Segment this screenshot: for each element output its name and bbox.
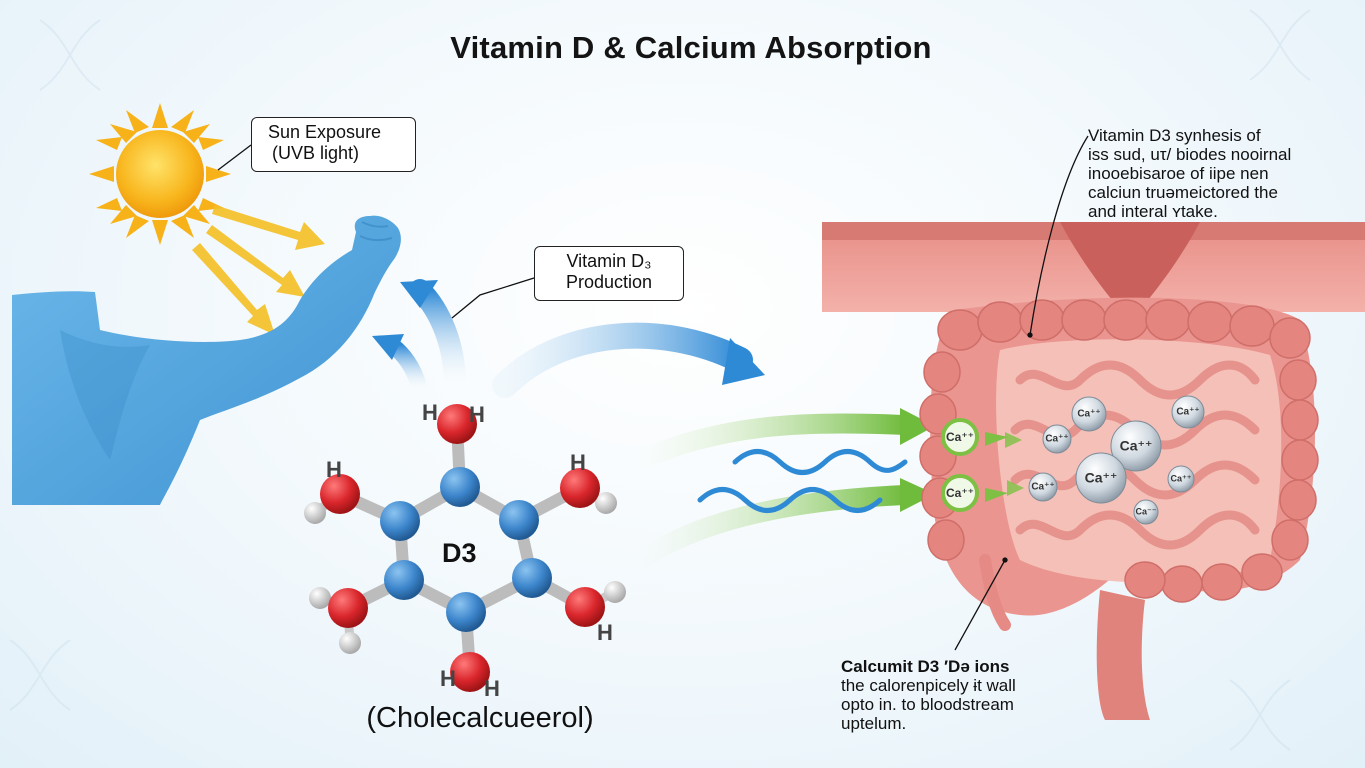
calcium-ion-label: Ca⁺⁺ [1077,408,1101,420]
sun-callout-line-2: (UVB light) [272,143,360,163]
absorption-arrows [634,408,935,569]
absorption-note-line: the calorenpicely ɨt wall [841,676,1016,695]
calcium-ions [1028,395,1205,525]
molecule-center-label: D3 [442,538,477,568]
hydrogen-label: H [469,402,485,427]
leader-lines [217,135,1089,651]
d3-production-callout: Vitamin D₃ Production [534,246,684,301]
calcium-ion-label: Ca⁺⁺ [1119,437,1153,454]
calcium-ion-label: Ca⁺⁺ [1084,469,1118,486]
uvb-ray-arrows [192,205,325,335]
calcium-ion-label: Ca⁺⁺ [1045,433,1069,445]
gate-ion-label: Ca⁺⁺ [945,430,975,444]
calcium-ion-label: Ca⁺⁺ [1170,473,1192,484]
calcium-wave-lines [697,449,908,513]
hydrogen-label: H [597,620,613,645]
sun-icon [89,103,231,245]
synthesis-note-line: inooebisaroe of iipe nen [1088,164,1269,183]
sun-exposure-callout: Sun Exposure (UVB light) [251,117,416,172]
d3-callout-line-2: Production [565,272,653,292]
calcium-ion-label: Ca⁺⁺ [1031,481,1055,493]
hydrogen-label: H [570,450,586,475]
synthesis-note-line: Vitamin D3 synhesis of [1088,126,1261,145]
gate-ion-label: Ca⁺⁺ [945,486,975,500]
synthesis-note: Vitamin D3 synhesis of iss sud, uτ/ biod… [1088,126,1338,221]
calcium-ion-label: Ca⁺⁺ [1176,406,1200,418]
absorption-note-line: Calcumit D3 ′Də ions [841,657,1010,676]
molecule-name: (Cholecalcueerol) [366,702,594,734]
synthesis-note-line: calciun truəmeictored the [1088,183,1278,202]
absorption-note-line: uptelum. [841,714,907,733]
oxygen-atoms [320,404,605,692]
human-silhouette [12,215,401,505]
absorption-note: Calcumit D3 ′Də ions the calorenpicely ɨ… [841,657,1091,733]
page-title: Vitamin D & Calcium Absorption [450,30,932,65]
calcium-channel-gates [941,418,1024,512]
vitamin-d3-production-arrows [372,279,466,398]
hydrogen-atoms [304,492,626,654]
sun-callout-line-1: Sun Exposure [268,122,382,142]
carbon-atoms [380,467,552,632]
absorption-note-line: opto in. to bloodstream [841,695,1014,714]
synthesis-note-line: iss sud, uτ/ biodes nooirnal [1088,145,1292,164]
calcium-ion-label: Ca⁻⁻ [1135,506,1157,517]
synthesis-note-line: and interal ʏtake. [1088,202,1218,221]
d3-callout-line-1: Vitamin D₃ [566,251,652,271]
background-dna-decoration [9,9,1311,751]
transport-arrow [492,322,765,398]
hydrogen-label: H [484,676,500,701]
hydrogen-label: H [440,666,456,691]
hydrogen-label: H [326,457,342,482]
hydrogen-label: H [422,400,438,425]
